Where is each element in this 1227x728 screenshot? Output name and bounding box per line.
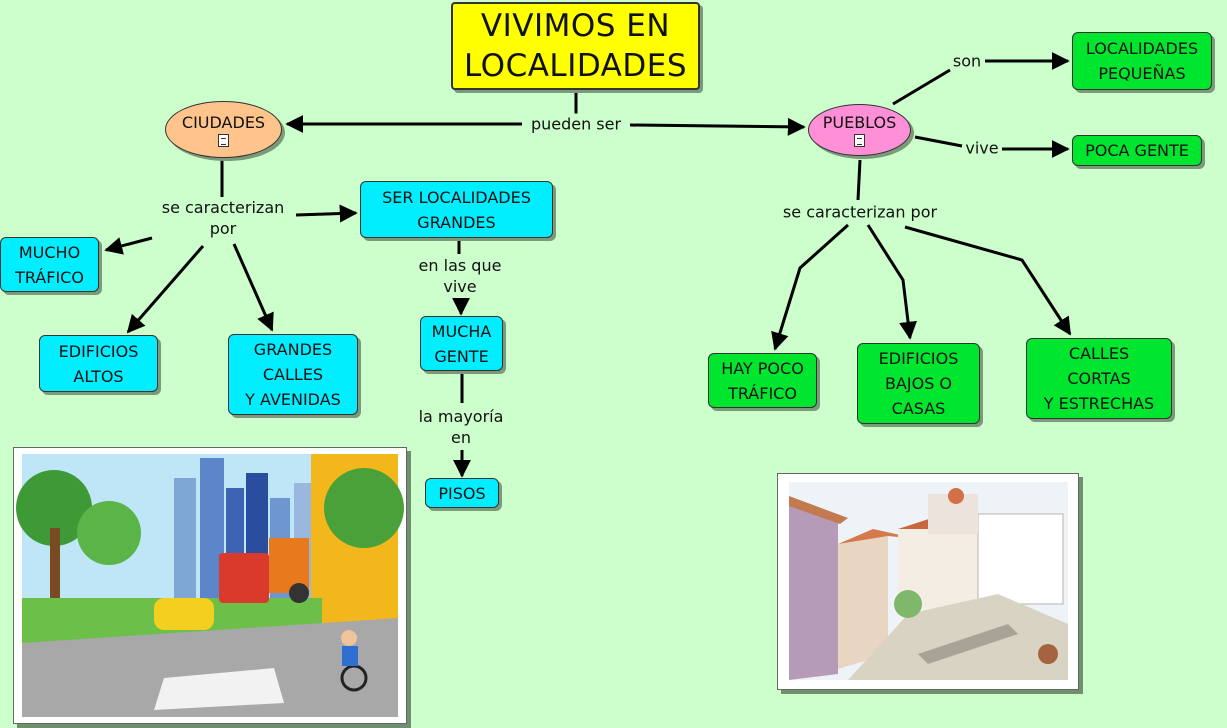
edge-to-ser-localidades	[295, 204, 358, 223]
document-icon[interactable]	[218, 133, 229, 147]
concept-pueblos-label: PUEBLOS	[822, 113, 897, 132]
concept-pisos[interactable]: PISOS	[425, 478, 499, 508]
edge-to-hay-poco-trafico	[771, 223, 850, 351]
link-se-caracterizan-ciudades: se caracterizan por	[159, 197, 287, 239]
edge-pueblos-caracterizan	[856, 159, 862, 201]
concept-grandes-calles[interactable]: GRANDES CALLES Y AVENIDAS	[228, 334, 358, 415]
concept-hay-poco-trafico[interactable]: HAY POCO TRÁFICO	[708, 353, 817, 408]
link-se-caracterizan-pueblos: se caracterizan por	[780, 201, 940, 223]
concept-ciudades[interactable]: CIUDADES	[165, 101, 282, 158]
edge-pueblos-son	[892, 68, 951, 106]
link-la-mayoria-en: la mayoría en	[416, 406, 506, 448]
link-son: son	[950, 50, 984, 72]
concept-localidades-pequenas[interactable]: LOCALIDADES PEQUEÑAS	[1072, 32, 1212, 90]
link-pueden-ser: pueden ser	[528, 113, 624, 135]
link-vive: vive	[963, 137, 1001, 159]
concept-edificios-altos[interactable]: EDIFICIOS ALTOS	[39, 335, 158, 392]
concept-calles-cortas[interactable]: CALLES CORTAS Y ESTRECHAS	[1026, 338, 1172, 419]
city-illustration	[13, 447, 407, 724]
concept-mucha-gente[interactable]: MUCHA GENTE	[420, 316, 503, 371]
edge-to-calles-cortas	[904, 225, 1072, 336]
document-icon[interactable]	[854, 134, 865, 147]
concept-ciudades-label: CIUDADES	[181, 112, 266, 132]
concept-pueblos[interactable]: PUEBLOS	[808, 104, 911, 156]
link-en-las-que-vive: en las que vive	[416, 255, 504, 297]
concept-ser-localidades-grandes[interactable]: SER LOCALIDADES GRANDES	[360, 181, 553, 238]
edge-to-edificios-bajos	[866, 224, 917, 340]
edge-pueblos-vive	[914, 135, 963, 148]
village-watercolor	[777, 473, 1079, 690]
main-title: VIVIMOS EN LOCALIDADES	[451, 2, 700, 90]
concept-poca-gente[interactable]: POCA GENTE	[1072, 135, 1202, 166]
concept-mucho-trafico[interactable]: MUCHO TRÁFICO	[0, 237, 99, 292]
edge-to-edificios-altos	[126, 245, 205, 334]
edge-to-grandes-calles	[232, 243, 274, 332]
edge-to-mucho-trafico	[104, 236, 153, 255]
concept-edificios-bajos[interactable]: EDIFICIOS BAJOS O CASAS	[857, 343, 980, 424]
edge-to-pueblos	[629, 117, 806, 136]
